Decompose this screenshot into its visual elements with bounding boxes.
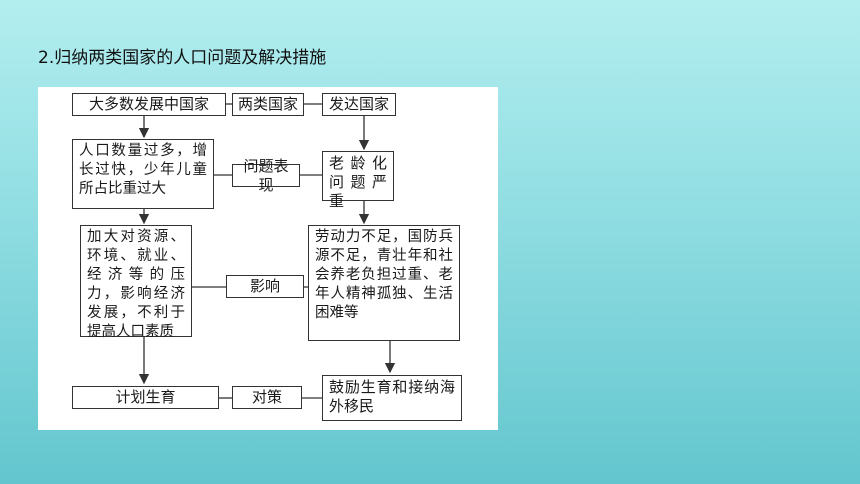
slide-title: 2.归纳两类国家的人口问题及解决措施 [38,48,327,68]
box-developing-problem: 人口数量过多，增长过快，少年儿童所占比重过大 [72,139,214,209]
box-developing-countries: 大多数发展中国家 [72,93,226,116]
box-developed-problem: 老龄化问题严重 [322,151,394,210]
box-two-country-types: 两类国家 [232,93,304,116]
box-developing-measure: 计划生育 [72,386,219,409]
diagram-figure: 大多数发展中国家 两类国家 发达国家 人口数量过多，增长过快，少年儿童所占比重过… [38,87,498,430]
box-developing-impact: 加大对资源、环境、就业、经济等的压力，影响经济发展，不利于提高人口素质 [80,225,192,340]
connector-lines [138,103,396,399]
box-problem-label: 问题表现 [232,157,300,194]
box-measure-label: 对策 [232,386,302,409]
box-developed-impact: 劳动力不足，国防兵源不足，青壮年和社会养老负担过重、老年人精神孤独、生活困难等 [308,225,460,341]
box-developed-countries: 发达国家 [322,93,396,116]
box-impact-label: 影响 [226,275,304,298]
box-developed-measure: 鼓励生育和接纳海外移民 [322,375,462,421]
